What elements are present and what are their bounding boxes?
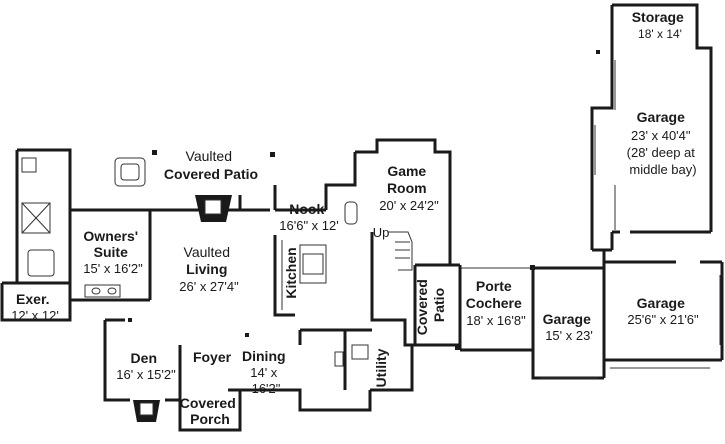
room-utility: Utility	[373, 348, 389, 387]
room-living: Vaulted Living 26' x 27'4"	[179, 244, 239, 294]
label-up: Up	[373, 225, 390, 240]
room-garage-mid: Garage 15' x 23'	[543, 311, 596, 343]
room-covered-patio-rear: Vaulted Covered Patio	[164, 148, 258, 182]
room-covered-patio-side: Covered Patio	[414, 275, 447, 335]
room-owners-suite: Owners' Suite 15' x 16'2"	[83, 228, 143, 276]
room-den: Den 16' x 15'2"	[116, 350, 176, 382]
room-covered-porch: Covered Porch	[180, 395, 240, 427]
room-kitchen: Kitchen	[283, 247, 299, 298]
room-garage-right: Garage 25'6" x 21'6"	[627, 295, 699, 327]
room-nook: Nook 16'6" x 12'	[279, 201, 338, 233]
room-exer: Exer. 12' x 12'	[11, 291, 59, 323]
room-garage-large: Garage 23' x 40'4" (28' deep at middle b…	[627, 109, 700, 177]
room-labels: Storage 18' x 14' Garage 23' x 40'4" (28…	[11, 9, 699, 427]
room-dining: Dining 14' x 16'2"	[242, 348, 290, 396]
fixtures	[21, 50, 721, 422]
room-game-room: Game Room 20' x 24'2"	[379, 163, 439, 213]
room-porte-cochere: Porte Cochere 18' x 16'8"	[466, 278, 526, 328]
room-foyer: Foyer	[193, 349, 232, 365]
walls	[0, 3, 724, 432]
room-storage: Storage 18' x 14'	[632, 9, 689, 41]
